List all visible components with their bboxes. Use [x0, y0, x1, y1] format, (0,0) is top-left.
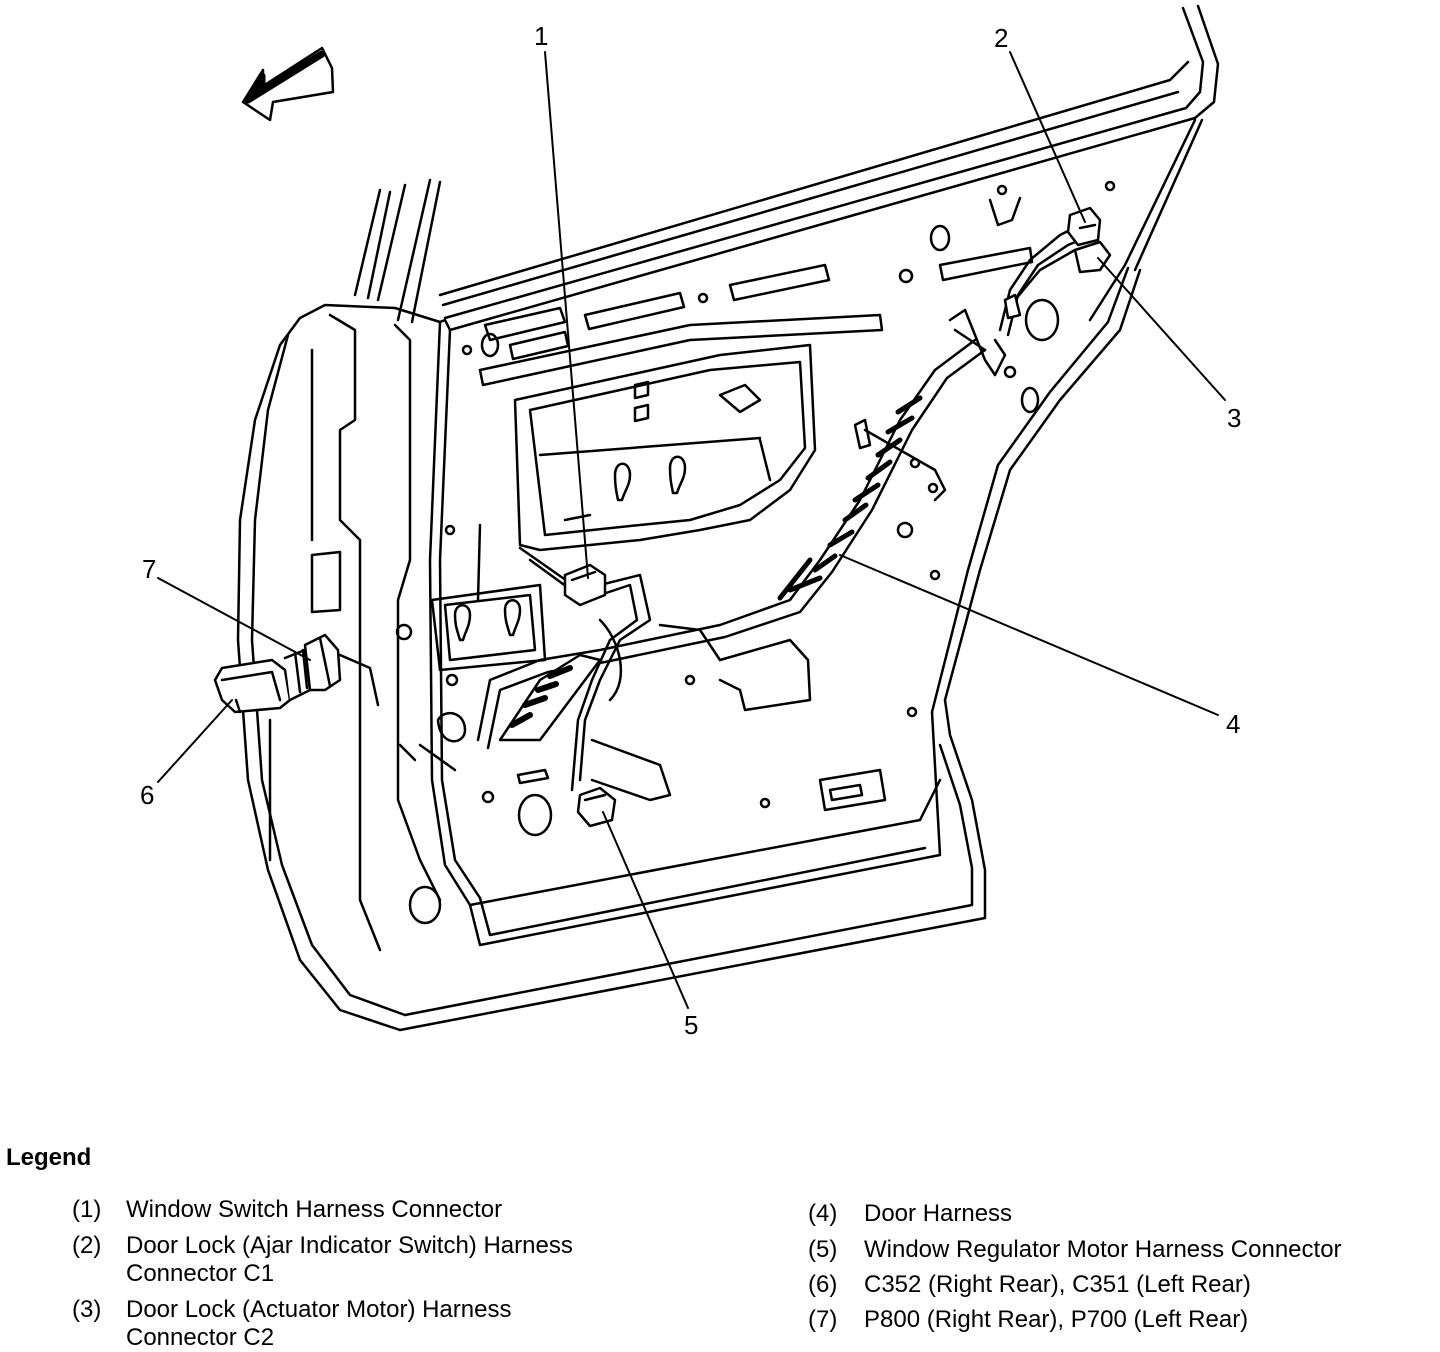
door-harness-diagram: 1 2 3 4 5 6 7 — [140, 0, 1241, 1040]
legend-text: C352 (Right Rear), C351 (Left Rear) — [864, 1271, 1251, 1298]
legend-text: Window Regulator Motor Harness Connector — [864, 1236, 1342, 1263]
legend-num: (7) — [808, 1306, 838, 1333]
legend-item-2: (2) Door Lock (Ajar Indicator Switch) Ha… — [72, 1232, 712, 1292]
legend-item-6: (6) C352 (Right Rear), C351 (Left Rear) — [808, 1271, 1428, 1301]
legend-text: Door Lock (Ajar Indicator Switch) Harnes… — [126, 1232, 573, 1287]
legend-num: (6) — [808, 1271, 838, 1298]
legend-item-4: (4) Door Harness — [808, 1200, 1428, 1230]
callout-7: 7 — [142, 554, 156, 584]
legend-title: Legend — [6, 1144, 92, 1171]
legend-num: (4) — [808, 1200, 838, 1227]
callout-5: 5 — [684, 1010, 698, 1040]
legend-item-5: (5) Window Regulator Motor Harness Conne… — [808, 1236, 1428, 1266]
callout-3: 3 — [1227, 403, 1241, 433]
door-outer-shell — [238, 268, 1140, 1030]
door-window-frame — [355, 6, 1218, 330]
legend-text: Door Harness — [864, 1200, 1013, 1227]
legend-text: Door Lock (Actuator Motor) Harness Conne… — [126, 1296, 512, 1351]
callout-leaders — [158, 52, 1225, 1008]
forward-arrow-icon — [243, 48, 333, 120]
callout-1: 1 — [534, 21, 548, 51]
legend-item-7: (7) P800 (Right Rear), P700 (Left Rear) — [808, 1306, 1428, 1336]
legend-text: Window Switch Harness Connector — [126, 1196, 503, 1223]
inner-panel-details — [397, 182, 1114, 923]
legend-num: (1) — [72, 1196, 102, 1223]
legend-item-3: (3) Door Lock (Actuator Motor) Harness C… — [72, 1296, 712, 1351]
callout-6: 6 — [140, 780, 154, 810]
legend-item-1: (1) Window Switch Harness Connector — [72, 1196, 712, 1226]
hinge-side-connector — [215, 635, 378, 712]
callout-2: 2 — [994, 23, 1008, 53]
legend-num: (3) — [72, 1296, 102, 1323]
callout-4: 4 — [1226, 709, 1240, 739]
legend-num: (5) — [808, 1236, 838, 1263]
legend-num: (2) — [72, 1232, 102, 1259]
legend-text: P800 (Right Rear), P700 (Left Rear) — [864, 1306, 1249, 1333]
door-harness — [478, 208, 1110, 826]
